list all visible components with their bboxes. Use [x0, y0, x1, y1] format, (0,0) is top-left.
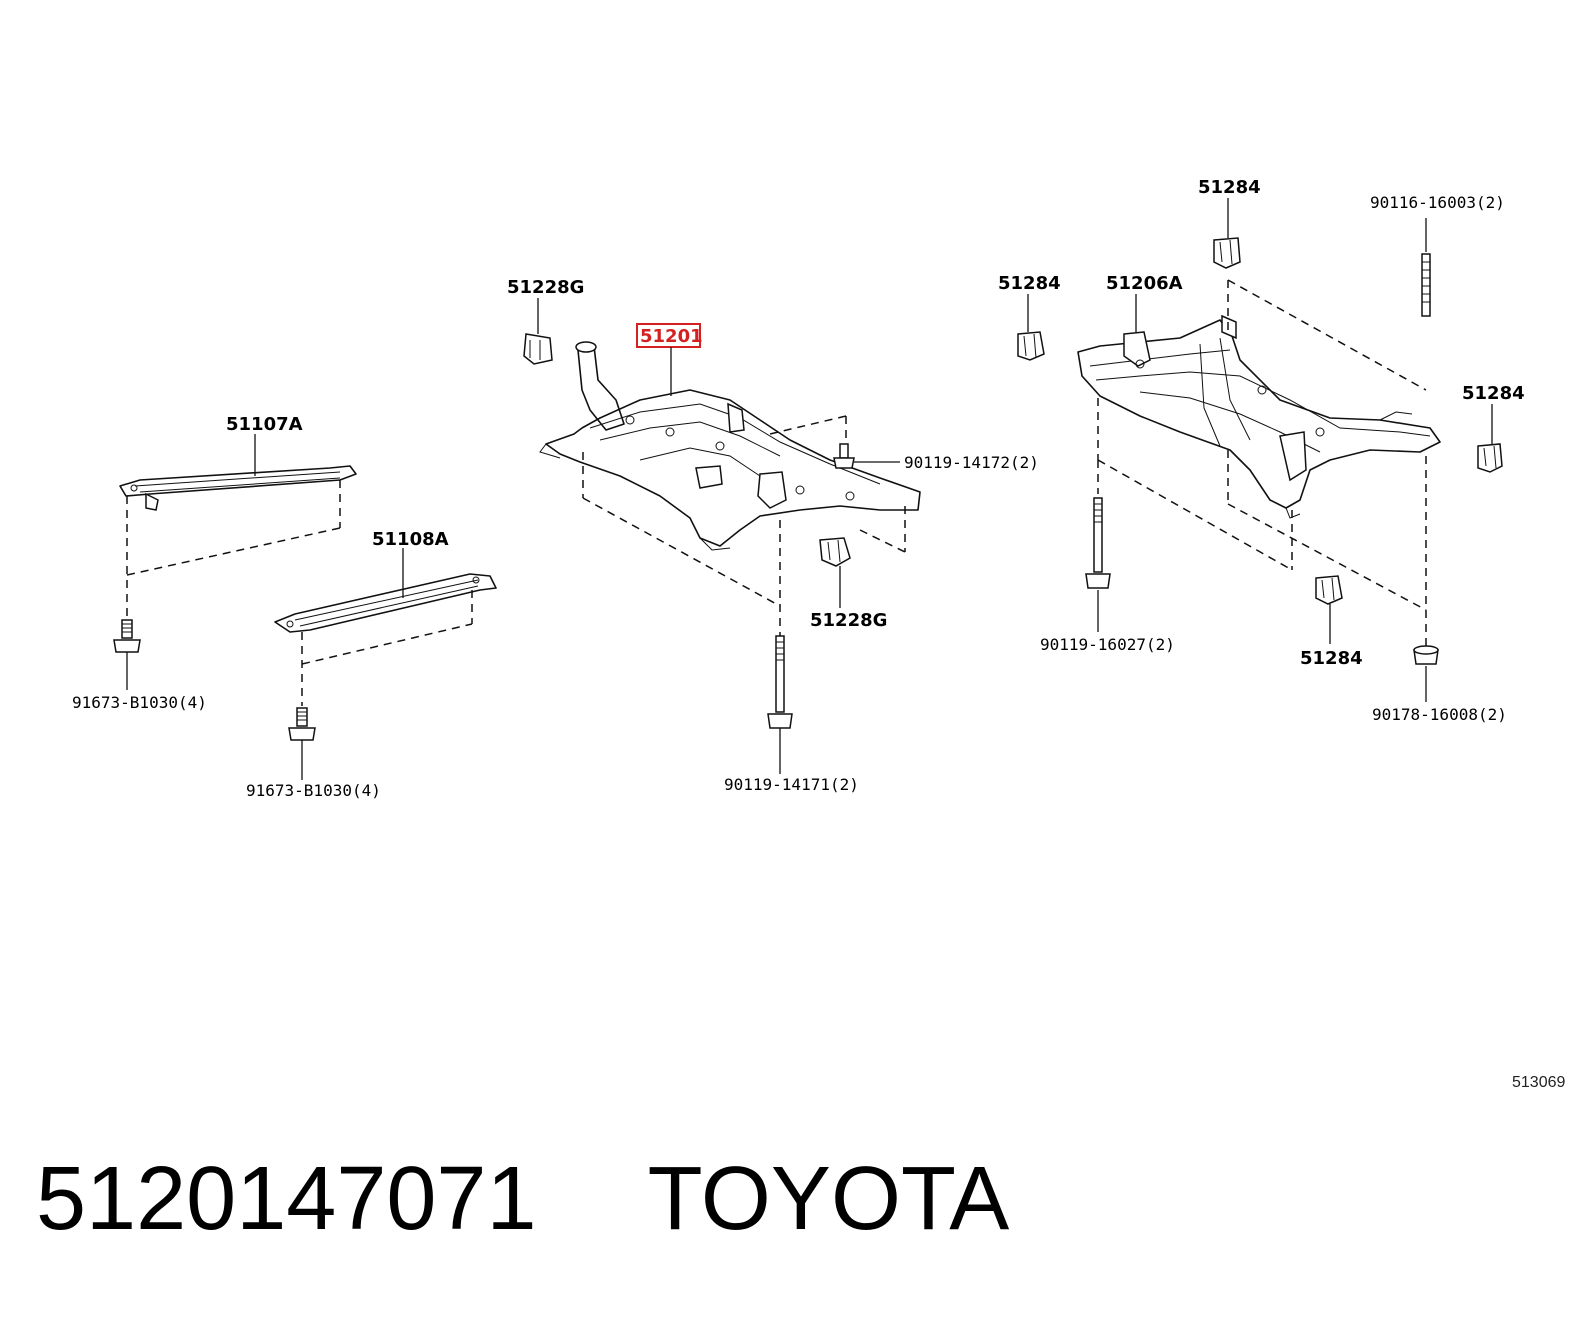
part-51284-a[interactable]	[1017, 331, 1045, 361]
bolt-90119-14172[interactable]	[833, 443, 855, 469]
part-51284-b[interactable]	[1213, 237, 1241, 269]
footer-caption: 5120147071 TOYOTA	[36, 1148, 1009, 1251]
bolt-90119-14171[interactable]	[767, 635, 793, 729]
label-91673-B1030-left: 91673-B1030(4)	[72, 693, 207, 712]
part-51201-front-crossmember[interactable]	[539, 341, 921, 551]
label-51206A: 51206A	[1106, 273, 1183, 294]
label-51284-a: 51284	[998, 273, 1061, 294]
stud-90116-16003[interactable]	[1421, 253, 1431, 317]
footer-part-number: 5120147071	[36, 1149, 537, 1249]
bolt-90119-16027[interactable]	[1085, 497, 1111, 589]
part-51284-d[interactable]	[1315, 575, 1343, 605]
part-51107A-brace[interactable]	[119, 465, 357, 511]
label-90116-16003: 90116-16003(2)	[1370, 193, 1505, 212]
label-90119-14171: 90119-14171(2)	[724, 775, 859, 794]
label-51228G-top: 51228G	[507, 277, 584, 298]
label-51201[interactable]: 51201	[640, 326, 703, 347]
label-51108A: 51108A	[372, 529, 449, 550]
label-90119-16027: 90119-16027(2)	[1040, 635, 1175, 654]
label-51107A: 51107A	[226, 414, 303, 435]
diagram-reference-id: 513069	[1512, 1074, 1566, 1091]
bolt-91673-right[interactable]	[288, 707, 316, 741]
footer-brand: TOYOTA	[647, 1149, 1010, 1249]
label-51284-c: 51284	[1462, 383, 1525, 404]
part-51108A-brace[interactable]	[274, 573, 497, 633]
label-51228G-bottom: 51228G	[810, 610, 887, 631]
label-51284-b: 51284	[1198, 177, 1261, 198]
bolt-91673-left[interactable]	[113, 619, 141, 653]
label-91673-B1030-right: 91673-B1030(4)	[246, 781, 381, 800]
part-51206A-rear-crossmember[interactable]	[1077, 314, 1441, 519]
label-51284-d: 51284	[1300, 648, 1363, 669]
highlight-box-51201	[636, 323, 701, 348]
part-51284-c[interactable]	[1477, 443, 1503, 473]
label-90178-16008: 90178-16008(2)	[1372, 705, 1507, 724]
part-51228G-top[interactable]	[523, 333, 553, 365]
label-90119-14172: 90119-14172(2)	[904, 453, 1039, 472]
part-51228G-bottom[interactable]	[819, 537, 851, 567]
nut-90178-16008[interactable]	[1413, 645, 1439, 665]
